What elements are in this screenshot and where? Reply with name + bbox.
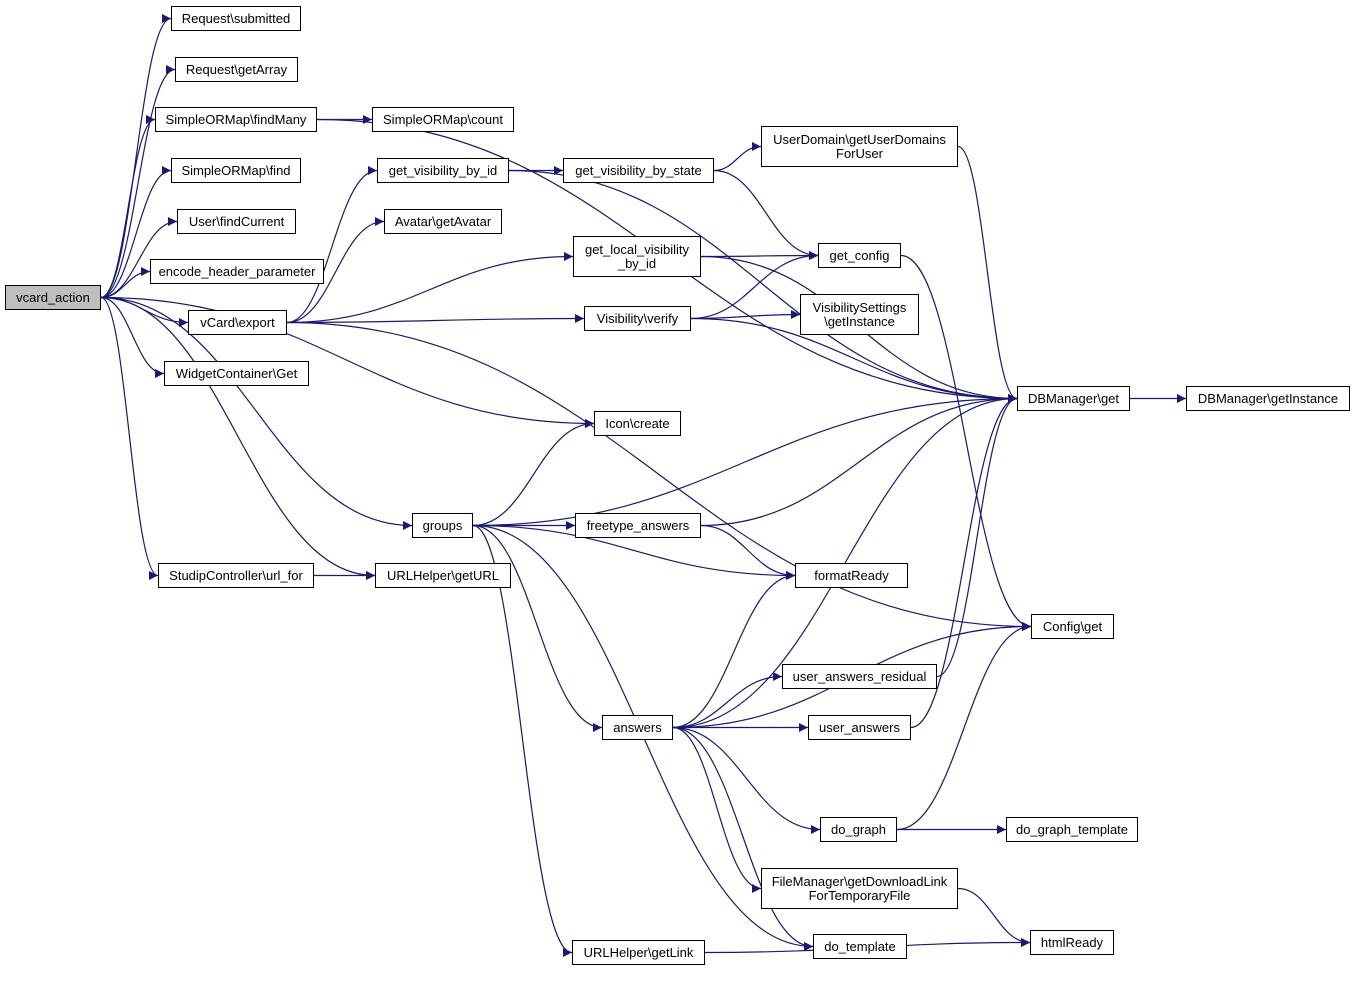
node-user-answers[interactable]: user_answers bbox=[808, 715, 911, 740]
node-req-submitted[interactable]: Request\submitted bbox=[171, 6, 301, 31]
edge-user-answers-to-db-get bbox=[910, 394, 1018, 729]
node-ua-residual[interactable]: user_answers_residual bbox=[782, 664, 937, 689]
edge-vis-verify-to-db-get bbox=[690, 317, 1018, 403]
edge-vcard-export-to-config-get bbox=[286, 321, 1032, 631]
edge-groups-to-formatready bbox=[472, 524, 796, 580]
node-urlhelper-geturl[interactable]: URLHelper\getURL bbox=[375, 563, 511, 588]
edge-get-vis-by-state-to-get-config bbox=[713, 169, 819, 260]
node-orm-find[interactable]: SimpleORMap\find bbox=[171, 158, 301, 183]
node-req-getarray[interactable]: Request\getArray bbox=[175, 57, 298, 82]
node-get-local-vis[interactable]: get_local_visibility _by_id bbox=[573, 236, 701, 277]
edge-vcard-action-to-groups bbox=[100, 296, 413, 530]
node-orm-count[interactable]: SimpleORMap\count bbox=[372, 107, 514, 132]
edge-vcard-action-to-widget-get bbox=[100, 296, 165, 378]
edge-answers-to-filemanager bbox=[672, 726, 762, 893]
edge-vcard-export-to-get-local-vis bbox=[286, 252, 574, 324]
node-db-getinstance[interactable]: DBManager\getInstance bbox=[1186, 386, 1350, 411]
node-do-template[interactable]: do_template bbox=[813, 934, 907, 959]
node-userdomain[interactable]: UserDomain\getUserDomains ForUser bbox=[761, 126, 958, 167]
edge-vcard-action-to-encode-header bbox=[100, 267, 151, 299]
edge-vcard-action-to-studip-urlfor bbox=[100, 296, 159, 580]
node-encode-header[interactable]: encode_header_parameter bbox=[150, 259, 324, 284]
edge-get-config-to-config-get bbox=[900, 254, 1032, 631]
edge-get-local-vis-to-get-config bbox=[700, 251, 819, 261]
edge-groups-to-urlhelper-getlink bbox=[472, 524, 573, 957]
node-htmlready[interactable]: htmlReady bbox=[1030, 930, 1114, 955]
node-do-graph-tpl[interactable]: do_graph_template bbox=[1006, 817, 1138, 842]
node-vcard-action[interactable]: vcard_action bbox=[5, 285, 101, 310]
node-do-graph[interactable]: do_graph bbox=[820, 817, 897, 842]
node-avatar-get[interactable]: Avatar\getAvatar bbox=[384, 209, 502, 234]
edge-vis-verify-to-get-config bbox=[690, 251, 819, 320]
node-freetype[interactable]: freetype_answers bbox=[575, 513, 701, 538]
edge-answers-to-do-graph bbox=[672, 726, 821, 834]
edge-answers-to-formatready bbox=[672, 571, 796, 729]
node-icon-create[interactable]: Icon\create bbox=[594, 411, 681, 436]
node-db-get[interactable]: DBManager\get bbox=[1017, 386, 1130, 411]
edge-groups-to-icon-create bbox=[472, 419, 595, 527]
edge-vcard-action-to-icon-create bbox=[100, 296, 595, 428]
node-user-findcurrent[interactable]: User\findCurrent bbox=[177, 209, 296, 234]
edge-get-vis-by-state-to-userdomain bbox=[713, 142, 762, 172]
edge-ua-residual-to-db-get bbox=[936, 394, 1018, 678]
edge-groups-to-answers bbox=[472, 524, 603, 732]
node-get-config[interactable]: get_config bbox=[818, 243, 901, 268]
edge-freetype-to-db-get bbox=[700, 394, 1018, 527]
node-answers[interactable]: answers bbox=[602, 715, 673, 740]
edge-userdomain-to-db-get bbox=[957, 145, 1018, 403]
edge-answers-to-do-template bbox=[672, 726, 814, 951]
node-get-vis-by-id[interactable]: get_visibility_by_id bbox=[377, 158, 509, 183]
node-urlhelper-getlink[interactable]: URLHelper\getLink bbox=[572, 940, 705, 965]
node-widget-get[interactable]: WidgetContainer\Get bbox=[164, 361, 309, 386]
edge-vcard-export-to-avatar-get bbox=[286, 217, 385, 324]
node-studip-urlfor[interactable]: StudipController\url_for bbox=[158, 563, 314, 588]
node-filemanager[interactable]: FileManager\getDownloadLink ForTemporary… bbox=[761, 868, 958, 909]
node-groups[interactable]: groups bbox=[412, 513, 473, 538]
edge-vcard-action-to-user-findcurrent bbox=[100, 217, 178, 299]
edge-vcard-export-to-get-vis-by-id bbox=[286, 166, 378, 324]
edge-vcard-action-to-urlhelper-geturl bbox=[100, 296, 376, 580]
edge-vcard-action-to-req-submitted bbox=[100, 14, 172, 299]
edge-vcard-action-to-orm-find bbox=[100, 166, 172, 299]
edge-get-vis-by-id-to-db-get bbox=[508, 169, 1018, 403]
edge-freetype-to-formatready bbox=[700, 524, 796, 580]
edge-vcard-action-to-req-getarray bbox=[100, 65, 176, 299]
node-vis-verify[interactable]: Visibility\verify bbox=[584, 306, 691, 331]
edge-do-graph-to-config-get bbox=[896, 622, 1032, 831]
node-config-get[interactable]: Config\get bbox=[1031, 614, 1114, 639]
node-get-vis-by-state[interactable]: get_visibility_by_state bbox=[563, 158, 714, 183]
node-orm-findmany[interactable]: SimpleORMap\findMany bbox=[155, 107, 317, 132]
edge-vcard-export-to-vis-verify bbox=[286, 314, 585, 324]
edge-answers-to-ua-residual bbox=[672, 672, 783, 729]
node-vis-settings[interactable]: VisibilitySettings \getInstance bbox=[800, 294, 919, 335]
edge-vcard-action-to-orm-findmany bbox=[100, 115, 156, 299]
edge-filemanager-to-htmlready bbox=[957, 887, 1031, 947]
edge-groups-to-db-get bbox=[472, 394, 1018, 527]
node-formatready[interactable]: formatReady bbox=[795, 563, 908, 588]
node-vcard-export[interactable]: vCard\export bbox=[188, 310, 287, 335]
